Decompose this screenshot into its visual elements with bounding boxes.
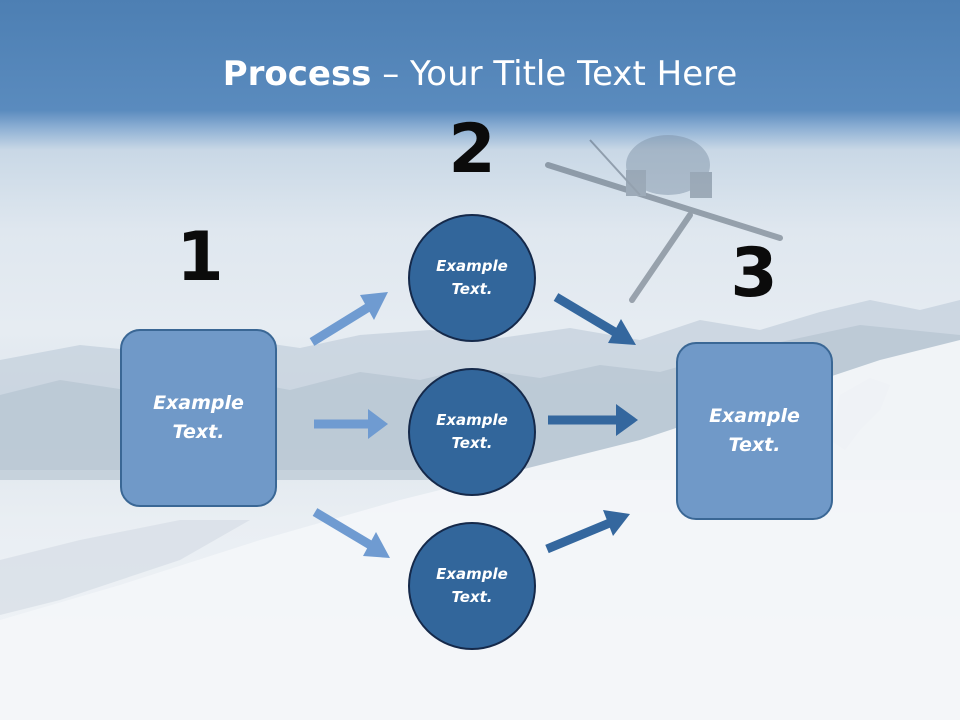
- process-circle-bottom-text: Example Text.: [436, 565, 508, 606]
- process-box-start: Example Text.: [120, 329, 277, 507]
- step-number-1: 1: [176, 218, 224, 297]
- skier-silhouette: [545, 135, 783, 303]
- process-circle-top: Example Text.: [408, 214, 536, 342]
- arrow-middle-to-right: [548, 404, 638, 436]
- process-box-start-text: Example Text.: [153, 392, 244, 443]
- process-circle-middle-text: Example Text.: [436, 411, 508, 452]
- step-number-3: 3: [730, 234, 778, 313]
- title-rest-part: – Your Title Text Here: [371, 54, 738, 94]
- step-number-2: 2: [448, 110, 496, 189]
- process-circle-top-text: Example Text.: [436, 257, 508, 298]
- slide-title: Process – Your Title Text Here: [0, 52, 960, 96]
- process-circle-bottom: Example Text.: [408, 522, 536, 650]
- arrow-left-to-middle: [314, 409, 388, 439]
- title-bold-part: Process: [222, 54, 372, 94]
- snow-shadow: [0, 520, 250, 615]
- arrow-top-to-right: [553, 293, 636, 345]
- arrow-left-to-bottom: [312, 508, 390, 558]
- arrow-bottom-to-right: [545, 510, 630, 554]
- arrow-left-to-top: [309, 292, 388, 346]
- process-box-end: Example Text.: [676, 342, 833, 520]
- process-box-end-text: Example Text.: [709, 405, 800, 456]
- process-circle-middle: Example Text.: [408, 368, 536, 496]
